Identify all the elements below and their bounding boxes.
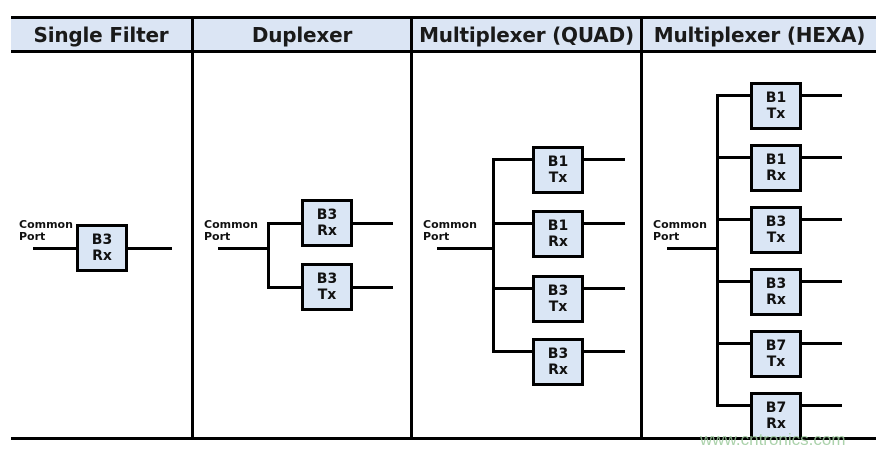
filter-direction-label: Tx	[548, 299, 568, 315]
output-wire-b1-rx	[802, 156, 842, 159]
filter-direction-label: Rx	[766, 416, 786, 432]
watermark-text: www.cntronics.com	[700, 430, 846, 449]
filter-band-label: B3	[316, 206, 338, 223]
splitter-bus	[267, 222, 270, 289]
trunk-wire	[218, 247, 270, 250]
output-wire-b3-tx	[802, 218, 842, 221]
common-port-label-line2: Port	[19, 230, 46, 244]
filter-box-b1-tx: B1 Tx	[750, 82, 802, 130]
splitter-bus-lower	[716, 332, 719, 407]
filter-direction-label: Rx	[92, 248, 112, 264]
filter-box-b3-tx: B3 Tx	[532, 275, 584, 323]
branch-wire-b1-tx	[492, 158, 533, 161]
common-port-label-line1: Common	[204, 218, 258, 231]
filter-box-b1-rx: B1 Rx	[532, 210, 584, 258]
filter-band-label: B3	[91, 231, 113, 248]
splitter-bus	[492, 158, 495, 353]
filter-box-b3-rx: B3 Rx	[76, 224, 128, 272]
branch-wire-b3-rx	[716, 280, 752, 283]
branch-wire-b3-tx	[716, 218, 752, 221]
common-port-label-line1: Common	[423, 218, 477, 231]
filter-box-b1-rx: B1 Rx	[750, 144, 802, 192]
filter-direction-label: Rx	[317, 223, 337, 239]
splitter-bus	[716, 94, 719, 334]
branch-wire-b3-rx	[267, 222, 303, 225]
filter-box-b7-tx: B7 Tx	[750, 330, 802, 378]
column-divider-1	[191, 16, 194, 437]
branch-wire-b3-tx	[267, 286, 303, 289]
filter-band-label: B3	[316, 270, 338, 287]
branch-wire-b1-tx	[716, 94, 752, 97]
filter-direction-label: Rx	[766, 168, 786, 184]
common-port-label-line2: Port	[423, 230, 450, 244]
filter-box-b3-tx: B3 Tx	[750, 206, 802, 254]
filter-band-label: B1	[765, 151, 787, 168]
filter-direction-label: Rx	[766, 292, 786, 308]
filter-band-label: B3	[547, 345, 569, 362]
filter-direction-label: Rx	[548, 234, 568, 250]
common-port-label-line2: Port	[653, 230, 680, 244]
output-wire-b3-rx	[353, 222, 393, 225]
common-port-label-line1: Common	[653, 218, 707, 231]
filter-band-label: B1	[765, 89, 787, 106]
filter-band-label: B3	[547, 282, 569, 299]
filter-box-b1-tx: B1 Tx	[532, 146, 584, 194]
branch-wire-b1-rx	[716, 156, 752, 159]
filter-box-b3-rx: B3 Rx	[532, 338, 584, 386]
filter-direction-label: Tx	[766, 230, 786, 246]
common-port-label-quad: Common Port	[423, 218, 477, 244]
column-header-multiplexer-hexa: Multiplexer (HEXA)	[653, 22, 866, 47]
filter-direction-label: Tx	[548, 170, 568, 186]
column-header-duplexer: Duplexer	[251, 22, 353, 47]
common-port-label-hexa: Common Port	[653, 218, 707, 244]
output-wire-b7-rx	[802, 404, 842, 407]
input-wire	[33, 247, 77, 250]
branch-wire-b3-rx	[492, 350, 533, 353]
output-wire-b1-rx	[584, 222, 625, 225]
branch-wire-b3-tx	[492, 287, 533, 290]
filter-band-label: B3	[765, 275, 787, 292]
output-wire-b1-tx	[802, 94, 842, 97]
output-wire-b3-tx	[584, 287, 625, 290]
filter-direction-label: Tx	[766, 354, 786, 370]
output-wire-b3-rx	[802, 280, 842, 283]
filter-band-label: B1	[547, 217, 569, 234]
column-header-multiplexer-quad: Multiplexer (QUAD)	[419, 22, 634, 47]
filter-direction-label: Tx	[317, 287, 337, 303]
branch-wire-b1-rx	[492, 222, 533, 225]
filter-band-label: B1	[547, 153, 569, 170]
filter-band-label: B3	[765, 213, 787, 230]
branch-wire-b7-rx	[716, 404, 752, 407]
column-header-single-filter: Single Filter	[33, 22, 169, 47]
filter-box-b3-rx: B3 Rx	[301, 199, 353, 247]
filter-direction-label: Tx	[766, 106, 786, 122]
column-divider-3	[640, 16, 643, 437]
filter-box-b3-rx: B3 Rx	[750, 268, 802, 316]
filter-band-label: B7	[765, 337, 787, 354]
output-wire-b7-tx	[802, 342, 842, 345]
output-wire-b3-tx	[353, 286, 393, 289]
common-port-label-line2: Port	[204, 230, 231, 244]
output-wire-b3-rx	[584, 350, 625, 353]
table-bottom-rule	[11, 437, 876, 440]
branch-wire-b7-tx	[716, 342, 752, 345]
common-port-label-line1: Common	[19, 218, 73, 231]
filter-box-b7-rx: B7 Rx	[750, 392, 802, 440]
output-wire-b3-rx	[128, 247, 172, 250]
comparison-table: Single Filter Duplexer Multiplexer (QUAD…	[11, 16, 876, 440]
common-port-label-duplexer: Common Port	[204, 218, 258, 244]
common-port-label-single-filter: Common Port	[19, 218, 73, 244]
filter-box-b3-tx: B3 Tx	[301, 263, 353, 311]
filter-direction-label: Rx	[548, 362, 568, 378]
filter-band-label: B7	[765, 399, 787, 416]
column-divider-2	[410, 16, 413, 437]
output-wire-b1-tx	[584, 158, 625, 161]
trunk-wire	[667, 247, 719, 250]
header-band	[11, 16, 876, 53]
trunk-wire	[437, 247, 495, 250]
